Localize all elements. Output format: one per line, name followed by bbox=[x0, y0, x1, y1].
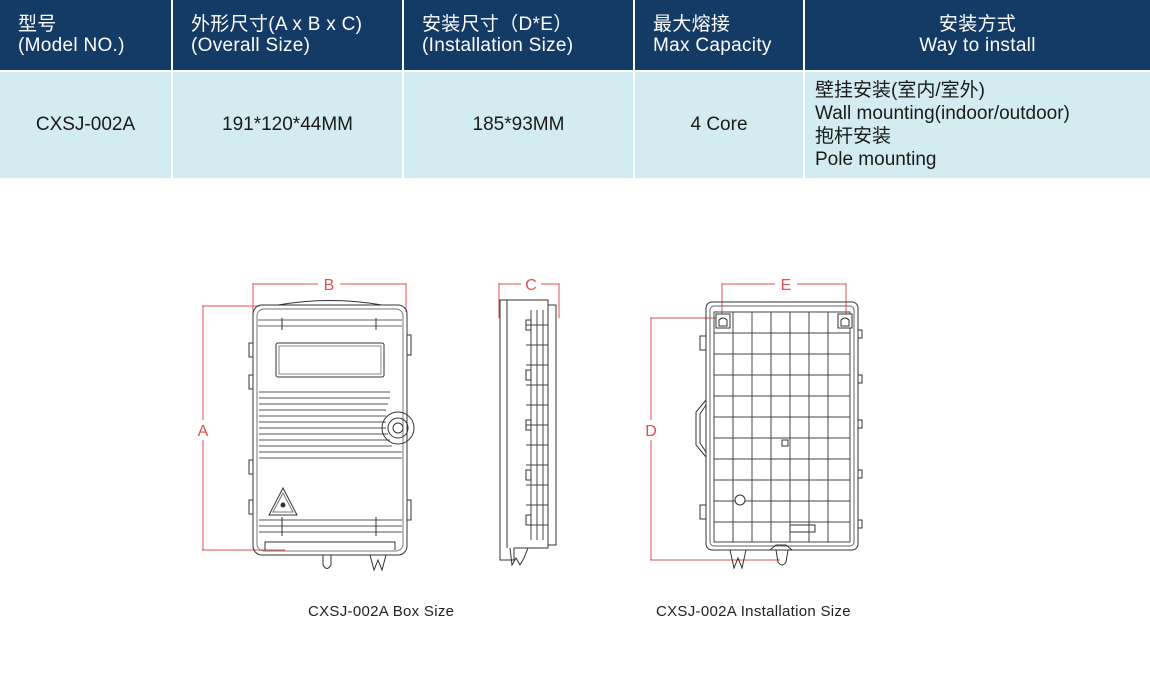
dimension-c bbox=[498, 283, 560, 318]
side-body-outline bbox=[499, 299, 549, 561]
back-view-drawing bbox=[650, 283, 863, 570]
install-line-wall-cn: 壁挂安装(室内/室外) bbox=[815, 80, 985, 101]
install-line-wall-en: Wall mounting(indoor/outdoor) bbox=[815, 103, 1070, 124]
header-max-capacity-cn: 最大熔接 bbox=[653, 14, 731, 35]
cell-install-way: 壁挂安装(室内/室外) Wall mounting(indoor/outdoor… bbox=[804, 71, 1150, 178]
caption-installation-size: CXSJ-002A Installation Size bbox=[656, 603, 851, 620]
header-installation-size-cn: 安装尺寸（D*E） bbox=[422, 14, 573, 35]
label-a: A bbox=[198, 423, 209, 440]
mounting-holes bbox=[715, 313, 853, 329]
cell-installation-size: 185*93MM bbox=[403, 71, 635, 178]
install-line-pole-en: Pole mounting bbox=[815, 149, 937, 170]
header-overall-size-en: (Overall Size) bbox=[191, 35, 311, 56]
header-max-capacity: 最大熔接 Max Capacity bbox=[634, 0, 805, 72]
front-lock-knob bbox=[381, 411, 415, 445]
header-overall-size-cn: 外形尺寸(A x B x C) bbox=[191, 14, 363, 35]
header-install-way-en: Way to install bbox=[919, 35, 1036, 56]
spec-data-row: CXSJ-002A 191*120*44MM 185*93MM 4 Core 壁… bbox=[0, 71, 1150, 178]
header-install-way-cn: 安装方式 bbox=[938, 14, 1017, 35]
front-view-drawing bbox=[202, 283, 415, 572]
dimension-a bbox=[202, 305, 285, 551]
caption-box-size: CXSJ-002A Box Size bbox=[308, 603, 455, 620]
cell-capacity: 4 Core bbox=[634, 71, 805, 178]
header-model-cn: 型号 bbox=[18, 14, 57, 35]
spec-table: 型号 (Model NO.) 外形尺寸(A x B x C) (Overall … bbox=[0, 0, 1150, 178]
cell-overall-size: 191*120*44MM bbox=[172, 71, 404, 178]
header-model: 型号 (Model NO.) bbox=[0, 0, 173, 72]
label-c: C bbox=[525, 277, 537, 294]
header-installation-size-en: (Installation Size) bbox=[422, 35, 574, 56]
back-rib-grid bbox=[713, 311, 851, 543]
dimension-b bbox=[252, 283, 407, 312]
header-install-way: 安装方式 Way to install bbox=[804, 0, 1150, 72]
header-installation-size: 安装尺寸（D*E） (Installation Size) bbox=[403, 0, 635, 72]
front-body-outline bbox=[252, 304, 408, 556]
dimension-e bbox=[721, 283, 847, 315]
header-model-en: (Model NO.) bbox=[18, 35, 125, 56]
front-window bbox=[275, 342, 385, 378]
label-e: E bbox=[781, 277, 792, 294]
header-max-capacity-en: Max Capacity bbox=[653, 35, 772, 56]
label-b: B bbox=[324, 277, 335, 294]
label-d: D bbox=[645, 423, 657, 440]
install-line-pole-cn: 抱杆安装 bbox=[815, 126, 892, 147]
spec-header-row: 型号 (Model NO.) 外形尺寸(A x B x C) (Overall … bbox=[0, 0, 1150, 72]
header-overall-size: 外形尺寸(A x B x C) (Overall Size) bbox=[172, 0, 404, 72]
back-body-outline bbox=[705, 301, 859, 551]
front-vent-slots bbox=[259, 391, 402, 533]
side-view-drawing bbox=[498, 283, 560, 567]
laser-warning-icon bbox=[268, 486, 298, 516]
cell-model: CXSJ-002A bbox=[0, 71, 173, 178]
